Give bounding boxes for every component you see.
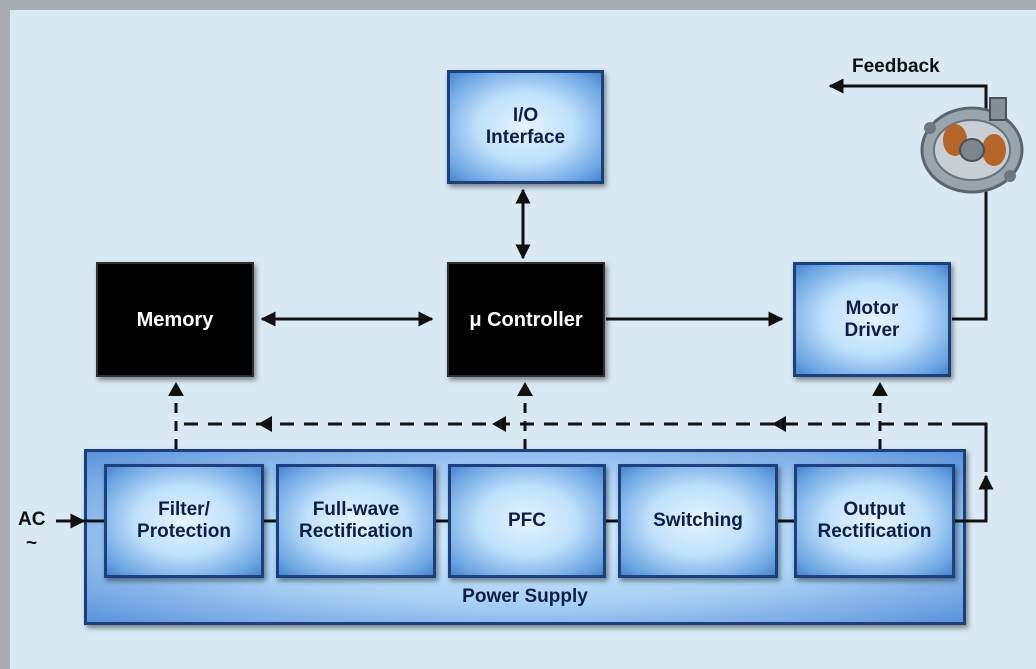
stage-output-rectification: Output Rectification bbox=[794, 464, 955, 578]
feedback-arrow bbox=[828, 78, 988, 110]
feedback-label: Feedback bbox=[852, 56, 940, 77]
motor-driver-block: Motor Driver bbox=[793, 262, 951, 377]
driver-power-arrowhead bbox=[872, 382, 888, 396]
memory-power-arrowhead bbox=[168, 382, 184, 396]
ac-symbol: ~ bbox=[26, 533, 38, 554]
io-interface-block: I/O Interface bbox=[447, 70, 604, 184]
bus-arrowhead bbox=[258, 416, 272, 432]
power-supply-label: Power Supply bbox=[462, 586, 588, 607]
memory-block: Memory bbox=[96, 262, 254, 377]
controller-power-arrowhead bbox=[517, 382, 533, 396]
stage-switching: Switching bbox=[618, 464, 778, 578]
stage-filter-protection: Filter/ Protection bbox=[104, 464, 264, 578]
output-power-line bbox=[955, 474, 994, 523]
bus-arrowhead bbox=[492, 416, 506, 432]
motor-icon bbox=[920, 97, 1024, 194]
bus-arrowhead bbox=[772, 416, 786, 432]
driver-motor-line bbox=[952, 190, 988, 321]
stage-pfc: PFC bbox=[448, 464, 606, 578]
output-power-bus-connector bbox=[966, 422, 988, 472]
controller-block: μ Controller bbox=[447, 262, 605, 377]
stage-full-wave-rectification: Full-wave Rectification bbox=[276, 464, 436, 578]
ac-label: AC bbox=[18, 509, 46, 530]
